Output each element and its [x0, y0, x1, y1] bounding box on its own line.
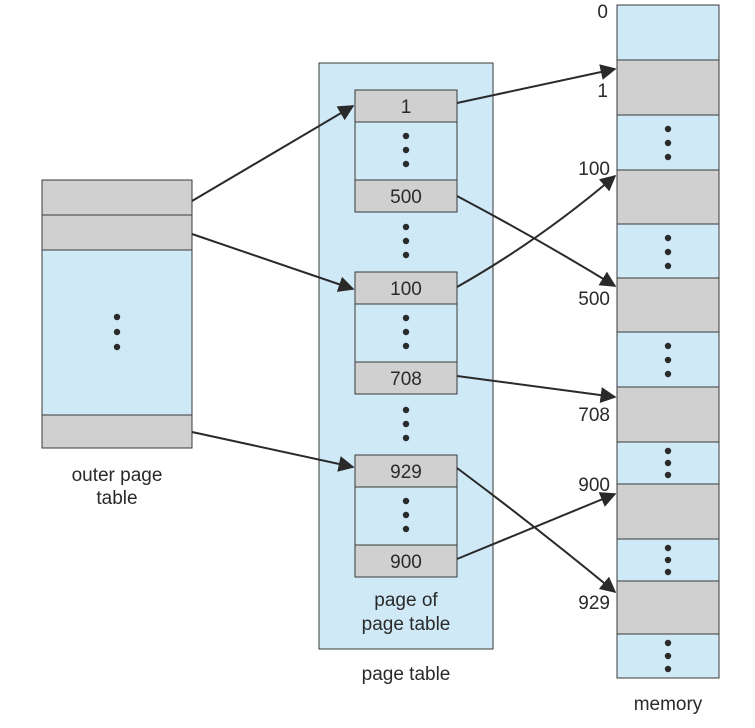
memory-address-500: 500	[578, 289, 610, 310]
page3-ellipsis-dots	[402, 497, 410, 533]
memory-frame-100	[616, 169, 720, 225]
pt-entry-900	[354, 544, 458, 578]
outer-page-table-label-line1: outer page	[72, 465, 163, 486]
page-of-page-table-label-line2: page table	[362, 614, 451, 635]
pt-entry-929-label: 929	[390, 462, 422, 483]
pt-entry-500-label: 500	[390, 187, 422, 208]
memory-frame-1	[616, 59, 720, 116]
memory-address-708: 708	[578, 405, 610, 426]
arrow-entry708-to-frame708	[456, 375, 617, 404]
between-pages-ellipsis-1	[402, 223, 410, 259]
memory-frame-900	[616, 483, 720, 540]
page-of-page-table-3: 929 900	[354, 454, 458, 578]
arrow-entry900-to-frame900	[456, 492, 617, 560]
page1-ellipsis-dots	[402, 132, 410, 168]
memory-frame-708	[616, 386, 720, 443]
outer-page-table: outer page table	[41, 179, 193, 509]
pt-entry-500	[354, 179, 458, 213]
page2-ellipsis-dots	[402, 314, 410, 350]
between-pages-ellipsis-2	[402, 406, 410, 442]
page-of-page-table-label-line1: page of	[374, 590, 438, 611]
pt-entry-929	[354, 454, 458, 488]
arrow-outer0-to-page1	[191, 105, 355, 202]
memory-address-1: 1	[597, 81, 608, 102]
memory-ellipsis-dots	[664, 125, 672, 673]
memory-label: memory	[634, 694, 703, 715]
memory-frame-929	[616, 580, 720, 635]
outer-entry-0	[41, 179, 193, 216]
arrows	[191, 64, 617, 594]
pt-entry-1	[354, 89, 458, 123]
memory-address-100: 100	[578, 159, 610, 180]
page-of-page-table-2: 100 708	[354, 271, 458, 395]
arrow-entry100-to-frame100	[456, 174, 617, 288]
memory-address-900: 900	[578, 475, 610, 496]
page-table: 1 500 100 708	[318, 62, 494, 685]
page-table-label: page table	[362, 664, 451, 685]
pt-entry-900-label: 900	[390, 552, 422, 573]
pt-entry-100-label: 100	[390, 279, 422, 300]
arrow-entry500-to-frame500	[456, 195, 617, 287]
outer-entry-1	[41, 214, 193, 251]
pt-entry-100	[354, 271, 458, 305]
memory: 0 1 100 500 708 900 929 memory	[578, 2, 720, 715]
outer-entry-last	[41, 414, 193, 449]
pt-entry-708-label: 708	[390, 369, 422, 390]
arrow-entry929-to-frame929	[456, 467, 617, 594]
memory-address-929: 929	[578, 593, 610, 614]
pt-entry-1-label: 1	[401, 97, 412, 118]
pt-entry-708	[354, 361, 458, 395]
arrow-outerlast-to-page3	[191, 431, 355, 472]
memory-body	[616, 4, 720, 679]
outer-ellipsis-dots	[113, 313, 121, 351]
arrow-entry1-to-frame1	[456, 64, 617, 104]
arrow-outer1-to-page2	[191, 233, 355, 292]
memory-frame-500	[616, 277, 720, 333]
memory-address-0: 0	[597, 2, 608, 23]
page-of-page-table-1: 1 500	[354, 89, 458, 213]
outer-page-table-label-line2: table	[96, 488, 137, 509]
